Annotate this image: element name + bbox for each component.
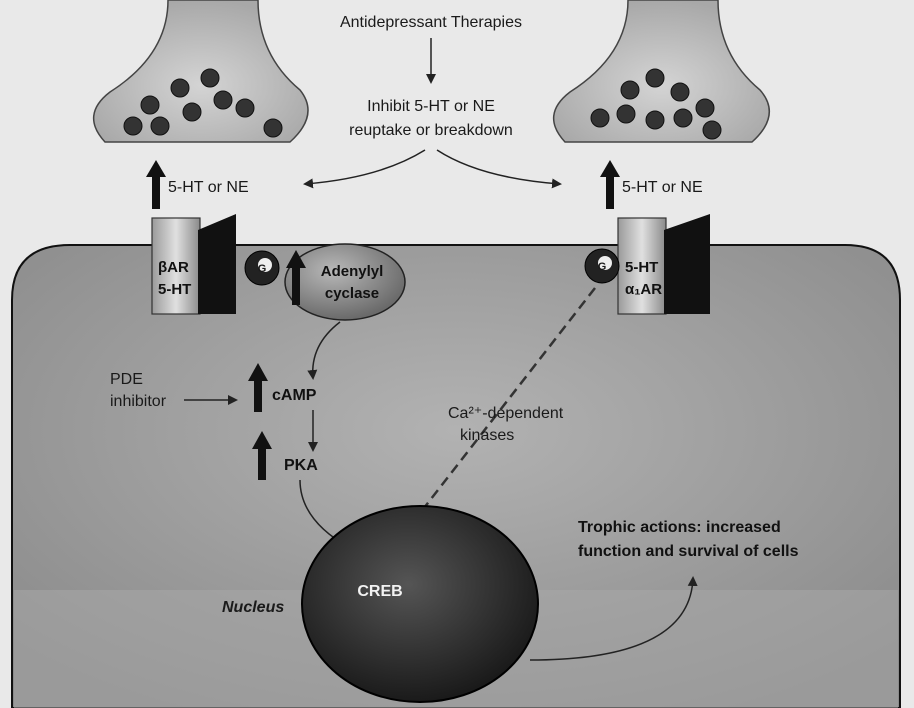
label-receptor-right-line2: α₁AR	[625, 281, 662, 298]
label-nucleus: Nucleus	[222, 599, 284, 616]
label-receptor-left-line2: 5-HT	[158, 281, 191, 298]
label-creb: CREB	[357, 583, 402, 600]
label-adenylyl-line2: cyclase	[325, 285, 379, 302]
nucleus	[302, 506, 538, 702]
label-adenylyl-line1: Adenylyl	[321, 263, 384, 280]
label-pde-line1: PDE	[110, 371, 143, 388]
receptor-left-wedge	[198, 214, 236, 314]
up-arrow-transmitter-right	[600, 160, 620, 209]
label-trophic-line2: function and survival of cells	[578, 543, 799, 560]
label-receptor-left-line1: βAR	[158, 259, 189, 276]
arrow-to-right-transmitter	[437, 150, 560, 184]
label-inhibit-line1: Inhibit 5-HT or NE	[367, 98, 495, 115]
label-ca-line1: Ca²⁺-dependent	[448, 405, 564, 422]
label-camp: cAMP	[272, 387, 317, 404]
label-pde-line2: inhibitor	[110, 393, 167, 410]
label-trophic-line1: Trophic actions: increased	[578, 519, 781, 536]
label-inhibit-line2: reuptake or breakdown	[349, 122, 513, 139]
label-g-protein-right: G	[598, 261, 607, 273]
label-transmitter-right: 5-HT or NE	[622, 179, 703, 196]
receptor-right-wedge	[664, 214, 710, 314]
up-arrow-transmitter-left	[146, 160, 166, 209]
label-therapies: Antidepressant Therapies	[340, 14, 522, 31]
arrow-to-left-transmitter	[305, 150, 425, 184]
label-pka: PKA	[284, 457, 318, 474]
label-ca-line2: kinases	[460, 427, 514, 444]
adenylyl-cyclase	[285, 244, 405, 320]
label-g-protein-left: G	[258, 263, 267, 275]
label-transmitter-left: 5-HT or NE	[168, 179, 249, 196]
label-receptor-right-line1: 5-HT	[625, 259, 658, 276]
